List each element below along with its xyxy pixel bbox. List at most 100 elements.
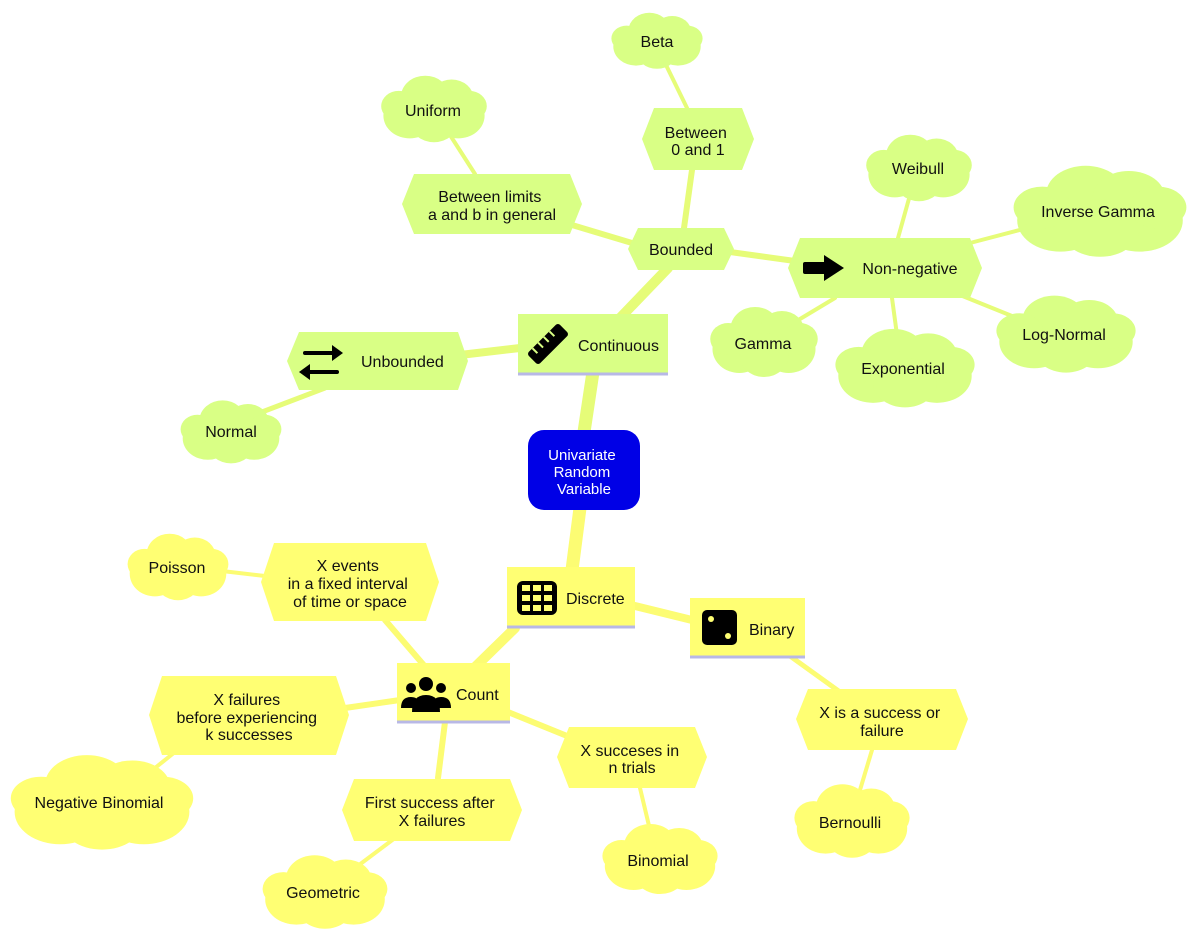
swap-arrows-icon [299, 345, 343, 380]
weibull-cloud[interactable]: Weibull [866, 134, 972, 202]
inverse-gamma-label: Inverse Gamma [1041, 204, 1155, 221]
negative-binomial-cloud[interactable]: Negative Binomial [10, 755, 194, 850]
exponential-cloud[interactable]: Exponential [835, 328, 975, 408]
edge-binary-success [787, 653, 843, 695]
success-failure-line: failure [860, 723, 904, 740]
count-node[interactable]: Count [397, 663, 510, 724]
edge-bounded-nonneg [727, 249, 798, 264]
continuous-label: Continuous [578, 338, 659, 355]
failures-line: before experiencing [177, 710, 318, 727]
between-01-line: Between [665, 125, 727, 142]
discrete-node[interactable]: Discrete [507, 567, 635, 629]
edge-count-successes [505, 709, 575, 741]
failures-line: X failures [213, 692, 280, 709]
root-node[interactable]: Univariate Random Variable [528, 430, 640, 510]
between-01-node[interactable]: Between 0 and 1 [642, 108, 754, 170]
discrete-label: Discrete [566, 591, 625, 608]
between-01-line: 0 and 1 [671, 142, 724, 159]
svg-text:Univariate Random: Univariate Random Variable [548, 447, 620, 498]
edge-root-discrete [565, 501, 587, 577]
edge-success-bernoulli [858, 748, 874, 792]
root-line: Variable [557, 481, 611, 498]
binary-node[interactable]: Binary [690, 598, 805, 659]
bounded-node[interactable]: Bounded [628, 228, 734, 270]
first-success-line: First success after [365, 795, 495, 812]
between-limits-node[interactable]: Between limits a and b in general [402, 174, 582, 234]
between-limits-line: a and b in general [428, 207, 556, 224]
edge-nonneg-weibull [896, 193, 912, 240]
normal-cloud[interactable]: Normal [180, 400, 282, 464]
svg-text:X is a success or failur: X is a success or failure [819, 705, 944, 740]
edge-continuous-unbounded [456, 344, 524, 359]
edge-successes-binomial [638, 786, 652, 832]
between-limits-line: Between limits [438, 189, 541, 206]
continuous-node[interactable]: Continuous [518, 314, 668, 376]
edge-firstsuccess-geometric [353, 836, 397, 870]
count-label: Count [456, 687, 499, 704]
right-arrow-icon [803, 255, 844, 281]
success-failure-node[interactable]: X is a success or failure [796, 689, 968, 750]
successes-node[interactable]: X succeses in n trials [557, 727, 707, 788]
svg-text:Between 0 and 1: Between 0 and 1 [665, 125, 732, 159]
bounded-label: Bounded [649, 242, 713, 259]
svg-text:Between limits a and b i: Between limits a and b in general [428, 189, 556, 224]
svg-text:X events in a fixed inte: X events in a fixed interval of time or … [288, 558, 413, 611]
root-line: Univariate [548, 447, 616, 464]
poisson-label: Poisson [149, 560, 206, 577]
negative-binomial-label: Negative Binomial [35, 795, 164, 812]
beta-label: Beta [641, 34, 674, 51]
events-line: in a fixed interval [288, 576, 408, 593]
ruler-icon [528, 324, 568, 364]
unbounded-label: Unbounded [361, 354, 444, 371]
edge-nonneg-lognormal [958, 293, 1014, 318]
first-success-node[interactable]: First success after X failures [342, 779, 522, 841]
edge-bounded-between01 [681, 167, 695, 231]
connectors [153, 63, 1037, 870]
edge-continuous-bounded [615, 263, 673, 323]
edge-unbounded-normal [259, 385, 328, 415]
events-node[interactable]: X events in a fixed interval of time or … [261, 543, 439, 621]
uniform-cloud[interactable]: Uniform [381, 75, 487, 143]
geometric-cloud[interactable]: Geometric [262, 855, 388, 929]
successes-line: n trials [608, 760, 655, 777]
binomial-label: Binomial [627, 853, 688, 870]
failures-line: k successes [205, 727, 292, 744]
bernoulli-label: Bernoulli [819, 815, 881, 832]
edge-count-firstsuccess [435, 719, 448, 781]
gamma-cloud[interactable]: Gamma [710, 307, 818, 377]
success-failure-line: X is a success or [819, 705, 941, 722]
first-success-line: X failures [399, 813, 466, 830]
events-line: of time or space [293, 594, 407, 611]
dice-icon [702, 610, 737, 645]
beta-cloud[interactable]: Beta [611, 12, 703, 69]
svg-text:X failures before experi: X failures before experiencing k success… [177, 692, 322, 744]
edge-discrete-binary [631, 602, 696, 624]
svg-text:X succeses in n trials: X succeses in n trials [580, 743, 683, 777]
non-negative-label: Non-negative [862, 261, 957, 278]
unbounded-node[interactable]: Unbounded [287, 332, 468, 390]
edge-count-failures [342, 697, 403, 711]
log-normal-cloud[interactable]: Log-Normal [996, 295, 1136, 373]
edge-between01-beta [664, 63, 689, 110]
poisson-cloud[interactable]: Poisson [127, 533, 229, 601]
edge-count-events [382, 617, 431, 673]
binomial-cloud[interactable]: Binomial [602, 824, 718, 894]
exponential-label: Exponential [861, 361, 945, 378]
root-line: Random [554, 464, 611, 481]
uniform-label: Uniform [405, 103, 461, 120]
successes-line: X succeses in [580, 743, 679, 760]
failures-node[interactable]: X failures before experiencing k success… [149, 676, 349, 755]
inverse-gamma-cloud[interactable]: Inverse Gamma [1013, 165, 1187, 257]
geometric-label: Geometric [286, 885, 360, 902]
non-negative-node[interactable]: Non-negative [788, 238, 982, 298]
log-normal-label: Log-Normal [1022, 327, 1106, 344]
binary-label: Binary [749, 622, 794, 639]
edge-nonneg-exponential [890, 296, 899, 337]
edge-nonneg-gamma [793, 296, 837, 324]
bernoulli-cloud[interactable]: Bernoulli [794, 784, 910, 858]
normal-label: Normal [205, 424, 257, 441]
edge-bounded-between-limits [569, 222, 635, 246]
people-icon [401, 677, 451, 712]
edge-root-continuous [577, 365, 600, 439]
